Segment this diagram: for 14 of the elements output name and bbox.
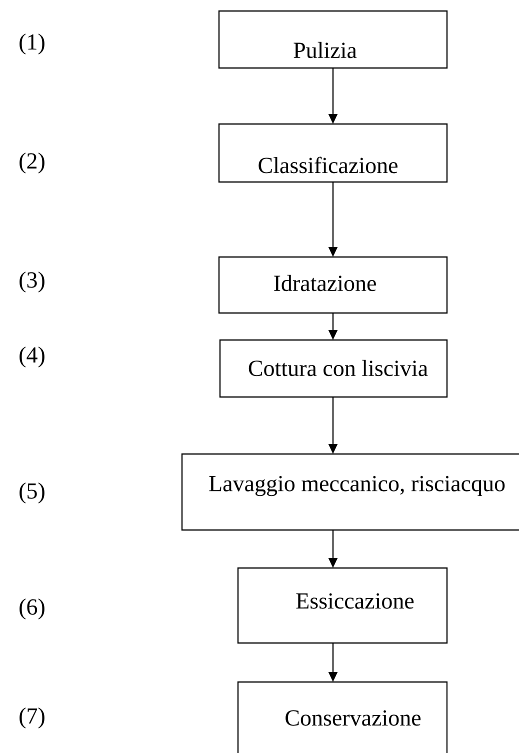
process-box: Lavaggio meccanico, risciacquo xyxy=(181,453,519,531)
step-number: (6) xyxy=(20,598,44,620)
step-number: (1) xyxy=(20,34,44,54)
process-box: Essiccazione xyxy=(237,567,448,644)
step-number: (5) xyxy=(20,482,44,504)
process-box: Classificazione xyxy=(218,123,448,183)
process-box: Cottura con liscivia xyxy=(219,339,448,398)
step-number: (3) xyxy=(20,272,44,292)
process-box: Pulizia xyxy=(218,10,448,69)
process-box: Idratazione xyxy=(218,256,448,314)
process-box: Conservazione xyxy=(237,681,448,753)
step-number: (2) xyxy=(20,152,44,174)
step-number: (7) xyxy=(20,708,44,728)
step-number: (4) xyxy=(20,346,44,368)
